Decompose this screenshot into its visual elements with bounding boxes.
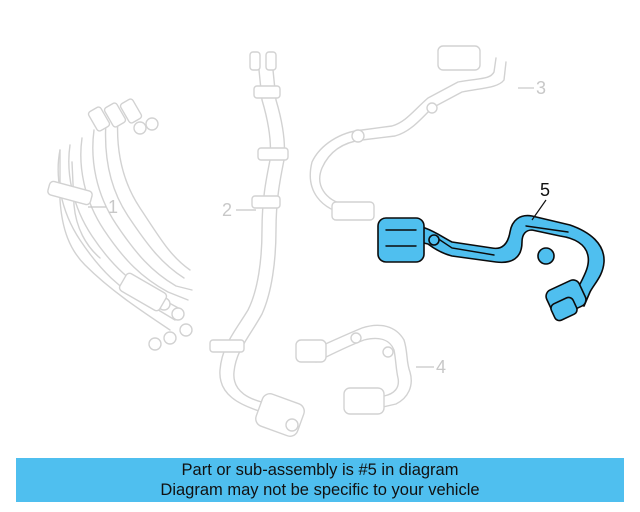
part-5-pipe: [377, 214, 605, 322]
info-banner: Part or sub-assembly is #5 in diagram Di…: [16, 458, 624, 502]
callout-2: 2: [222, 200, 256, 220]
banner-line-part-number: Part or sub-assembly is #5 in diagram: [181, 461, 459, 479]
part-4-pipe: [295, 324, 412, 415]
part-5-grommet: [537, 247, 555, 265]
callout-3: 3: [518, 78, 546, 98]
part-3-pipe: [309, 45, 507, 221]
callout-5-number: 5: [540, 180, 550, 200]
banner-line-disclaimer: Diagram may not be specific to your vehi…: [160, 481, 480, 499]
callout-4: 4: [416, 357, 446, 377]
part-1-hose-bundle: [47, 98, 193, 351]
callout-5: 5: [531, 180, 550, 221]
part-5-left-connector: [377, 217, 425, 263]
callout-2-number: 2: [222, 200, 232, 220]
parts-diagram: 1 2 3 4: [47, 45, 605, 437]
callout-1-number: 1: [108, 197, 118, 217]
callout-4-number: 4: [436, 357, 446, 377]
callout-3-number: 3: [536, 78, 546, 98]
callout-1: 1: [88, 197, 118, 217]
part-2-pipe: [209, 51, 305, 437]
